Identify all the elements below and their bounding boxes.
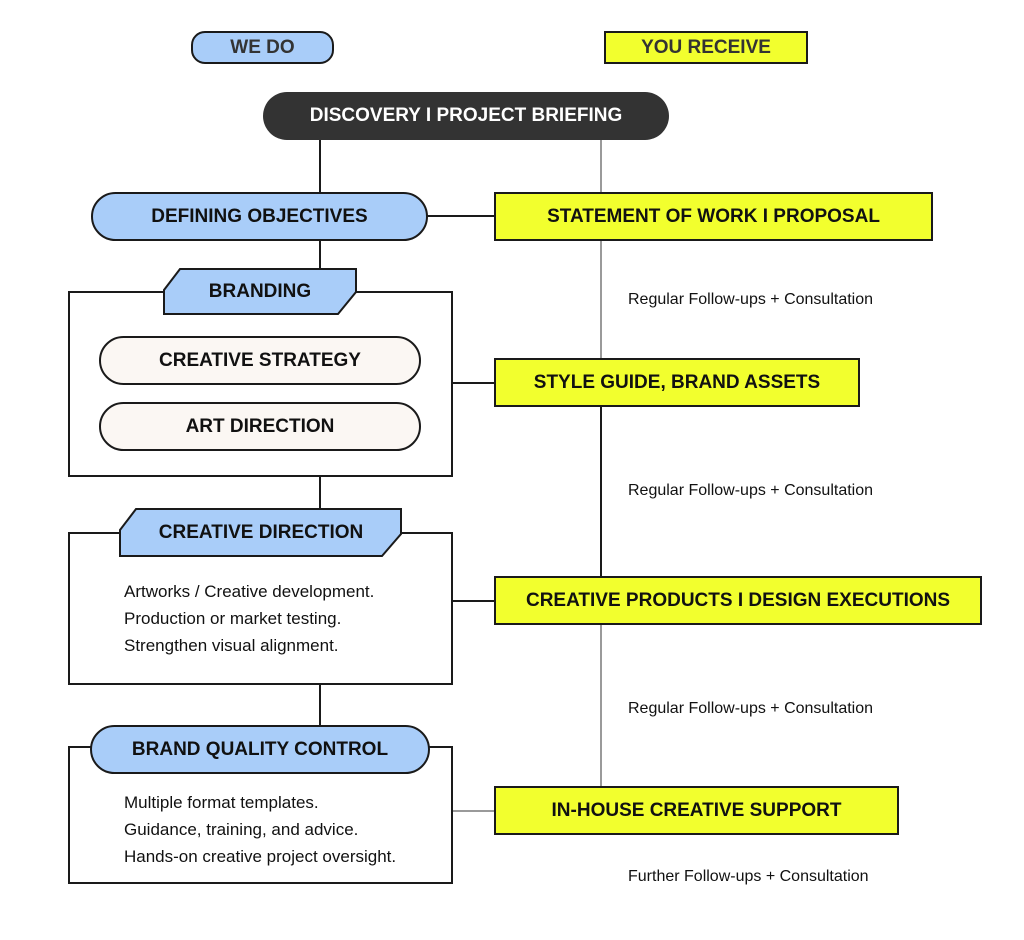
connector-line — [600, 240, 602, 359]
connector-line — [600, 140, 602, 193]
follow-up-note: Regular Follow-ups + Consultation — [628, 700, 874, 717]
follow-up-note: Further Follow-ups + Consultation — [628, 868, 869, 885]
connector-line — [319, 240, 321, 292]
description-line: Guidance, training, and advice. — [124, 820, 359, 839]
connector-line — [600, 624, 602, 787]
branding-title-tab — [163, 268, 357, 315]
connector-line — [452, 382, 496, 384]
creative-direction-title: CREATIVE DIRECTION — [158, 522, 364, 543]
connector-line — [319, 140, 321, 192]
connector-line — [427, 215, 496, 217]
creative-direction-description: Artworks / Creative development. Product… — [124, 578, 374, 659]
art-direction-node: ART DIRECTION — [99, 402, 421, 451]
follow-up-note: Regular Follow-ups + Consultation — [628, 291, 874, 308]
connector-line — [319, 684, 321, 726]
deliverable-statement-of-work: STATEMENT OF WORK I PROPOSAL — [494, 192, 933, 241]
you-receive-label: YOU RECEIVE — [604, 31, 808, 64]
creative-direction-section — [68, 532, 453, 685]
deliverable-in-house-support: IN-HOUSE CREATIVE SUPPORT — [494, 786, 899, 835]
quality-control-description: Multiple format templates. Guidance, tra… — [124, 789, 396, 870]
deliverable-style-guide: STYLE GUIDE, BRAND ASSETS — [494, 358, 860, 407]
connector-line — [600, 406, 602, 577]
connector-line — [319, 476, 321, 532]
branding-title: BRANDING — [208, 281, 312, 302]
description-line: Production or market testing. — [124, 609, 342, 628]
connector-line — [452, 810, 496, 812]
creative-direction-title-tab — [119, 508, 402, 557]
we-do-label: WE DO — [191, 31, 334, 64]
description-line: Hands-on creative project oversight. — [124, 847, 397, 866]
description-line: Multiple format templates. — [124, 793, 319, 812]
discovery-node: DISCOVERY I PROJECT BRIEFING — [263, 92, 669, 140]
description-line: Artworks / Creative development. — [124, 582, 375, 601]
creative-strategy-node: CREATIVE STRATEGY — [99, 336, 421, 385]
connector-line — [452, 600, 496, 602]
defining-objectives-node: DEFINING OBJECTIVES — [91, 192, 428, 241]
description-line: Strengthen visual alignment. — [124, 636, 339, 655]
quality-control-title: BRAND QUALITY CONTROL — [90, 725, 430, 774]
deliverable-creative-products: CREATIVE PRODUCTS I DESIGN EXECUTIONS — [494, 576, 982, 625]
follow-up-note: Regular Follow-ups + Consultation — [628, 482, 874, 499]
